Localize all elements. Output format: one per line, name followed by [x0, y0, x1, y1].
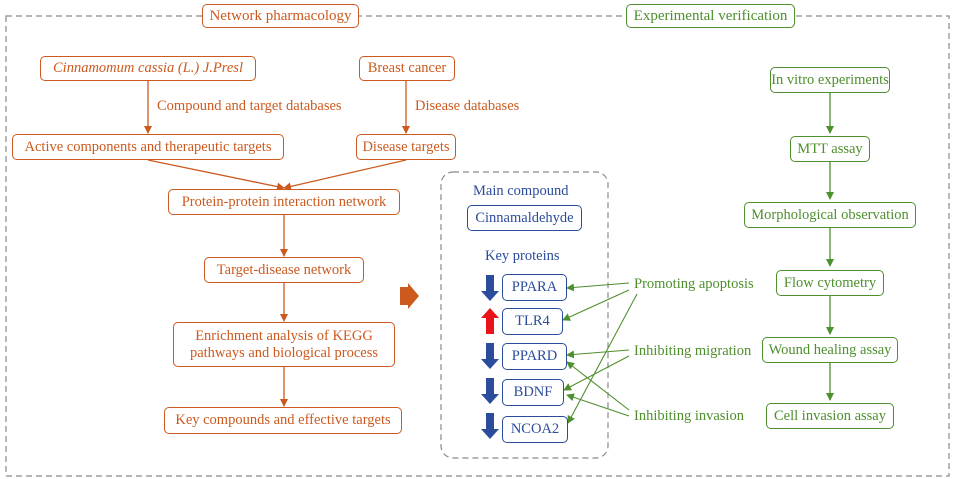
link-migration-bdnf [563, 355, 630, 391]
connector-active-to-ppi [147, 159, 285, 191]
results-frame [440, 171, 609, 459]
exp-step-cell-invasion: Cell invasion assay [766, 403, 894, 429]
enrichment-analysis-box: Enrichment analysis of KEGG pathways and… [173, 322, 395, 367]
exp-step-morphology: Morphological observation [744, 202, 916, 228]
compound-box: Cinnamaldehyde [467, 205, 582, 231]
effect-inhibiting-invasion: Inhibiting invasion [634, 408, 744, 424]
exp-step-mtt: MTT assay [790, 136, 870, 162]
link-apoptosis-tlr4 [562, 289, 630, 321]
disease-db-label: Disease databases [415, 98, 520, 114]
ppi-network-box: Protein-protein interaction network [168, 189, 400, 215]
down-arrow-icon [481, 343, 499, 369]
breast-cancer-box: Breast cancer [359, 56, 455, 81]
expression-arrows [481, 275, 499, 439]
exp-step-wound-healing: Wound healing assay [762, 337, 898, 363]
active-components-box: Active components and therapeutic target… [12, 134, 284, 160]
link-migration-ppard [566, 349, 630, 359]
protein-box-bdnf: BDNF [502, 379, 564, 406]
outer-frame [5, 15, 950, 477]
transition-arrow-icon [400, 283, 419, 309]
protein-box-ppara: PPARA [502, 274, 567, 301]
experimental-verification-header: Experimental verification [626, 4, 795, 28]
down-arrow-icon [481, 275, 499, 301]
main-compound-label: Main compound [473, 183, 569, 199]
key-proteins-label: Key proteins [485, 248, 560, 264]
key-compounds-box: Key compounds and effective targets [164, 407, 402, 434]
exp-step-in-vitro: In vitro experiments [770, 67, 890, 93]
exp-step-flow-cytometry: Flow cytometry [776, 270, 884, 296]
disease-targets-box: Disease targets [356, 134, 456, 160]
connector-disease-to-ppi [283, 159, 407, 191]
protein-box-ncoa2: NCOA2 [502, 416, 568, 443]
up-arrow-icon [481, 308, 499, 334]
down-arrow-icon [481, 378, 499, 404]
down-arrow-icon [481, 413, 499, 439]
enrichment-line-2: pathways and biological process [189, 344, 379, 361]
link-invasion-ppard [566, 361, 630, 411]
enrichment-line-1: Enrichment analysis of KEGG [195, 327, 373, 344]
protein-box-ppard: PPARD [502, 343, 567, 370]
plant-box: Cinnamomum cassia (L.) J.Presl [40, 56, 256, 81]
target-disease-box: Target-disease network [204, 257, 364, 283]
effect-promoting-apoptosis: Promoting apoptosis [634, 276, 754, 292]
link-apoptosis-ppara [566, 282, 630, 292]
link-apoptosis-ncoa2 [567, 293, 638, 424]
effect-inhibiting-migration: Inhibiting migration [634, 343, 752, 359]
link-invasion-bdnf [566, 393, 630, 417]
compound-db-label: Compound and target databases [157, 98, 342, 114]
network-pharmacology-header: Network pharmacology [202, 4, 359, 28]
protein-box-tlr4: TLR4 [502, 308, 563, 335]
